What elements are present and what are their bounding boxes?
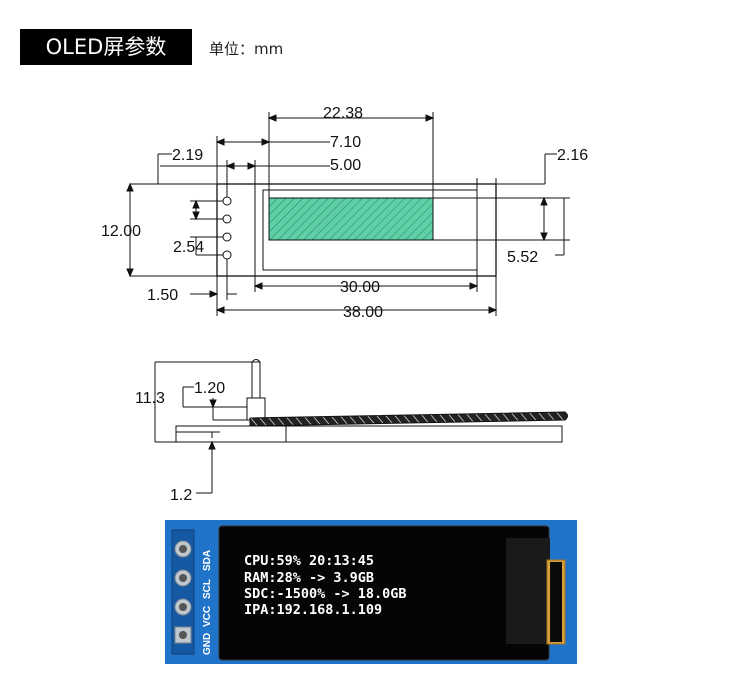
display-window bbox=[262, 189, 478, 271]
dim-5-00: 5.00 bbox=[330, 157, 361, 174]
pin-hole bbox=[222, 250, 232, 260]
side-view bbox=[154, 359, 568, 494]
dim-12-00: 12.00 bbox=[101, 223, 141, 240]
dim-1-2: 1.2 bbox=[170, 487, 192, 504]
active-area bbox=[268, 197, 434, 241]
screen-flex-cover bbox=[506, 538, 550, 644]
dim-30-00: 30.00 bbox=[340, 279, 380, 296]
dim-7-10: 7.10 bbox=[330, 134, 361, 151]
screen-line-3: SDC:-1500% -> 18.0GB bbox=[244, 586, 407, 602]
dim-1-50: 1.50 bbox=[147, 287, 178, 304]
section-title: OLED屏参数 bbox=[20, 29, 192, 65]
pin-hole bbox=[222, 214, 232, 224]
dim-2-54: 2.54 bbox=[173, 239, 204, 256]
pin-label-sda: SDA bbox=[202, 550, 213, 571]
side-view-labels: 11.3 1.20 1.2 bbox=[135, 380, 225, 504]
unit-label: 单位：mm bbox=[209, 40, 284, 58]
pin-labels: GND VCC SCL SDA bbox=[202, 550, 213, 655]
pin-hole bbox=[222, 196, 232, 206]
glass-outline bbox=[254, 183, 497, 277]
pin-hole bbox=[222, 232, 232, 242]
dim-2-19: 2.19 bbox=[172, 147, 203, 164]
dim-2-16: 2.16 bbox=[557, 147, 588, 164]
dim-11-3: 11.3 bbox=[135, 390, 165, 407]
oled-module: GND VCC SCL SDA CPU:59% 20:13:45 RAM:28%… bbox=[165, 520, 577, 664]
pcb-layer bbox=[175, 425, 563, 443]
glass-layer bbox=[249, 411, 568, 427]
screen-line-1: CPU:59% 20:13:45 bbox=[244, 553, 374, 569]
dim-22-38: 22.38 bbox=[323, 105, 363, 122]
pin-label-scl: SCL bbox=[202, 579, 213, 599]
pin-housing bbox=[246, 397, 266, 421]
screen-line-4: IPA:192.168.1.109 bbox=[244, 602, 382, 618]
top-view bbox=[126, 112, 570, 316]
pin-label-gnd: GND bbox=[202, 633, 213, 655]
dim-1-20: 1.20 bbox=[194, 380, 225, 397]
header-pin bbox=[251, 361, 261, 399]
pin-label-vcc: VCC bbox=[202, 606, 213, 627]
top-view-labels: 22.38 7.10 5.00 2.19 2.16 12.00 2.54 5.5… bbox=[101, 105, 588, 321]
dim-38-00: 38.00 bbox=[343, 304, 383, 321]
pin-header bbox=[171, 529, 195, 655]
dim-5-52: 5.52 bbox=[507, 249, 538, 266]
screen-line-2: RAM:28% -> 3.9GB bbox=[244, 570, 374, 586]
